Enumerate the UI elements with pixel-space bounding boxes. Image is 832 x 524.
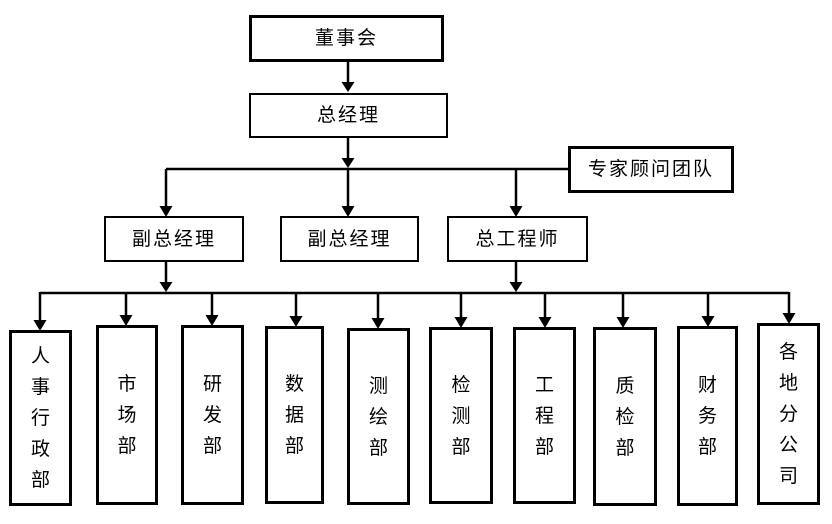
node-dept-marketing: 市场部 [96,325,158,505]
node-dept-surveying-label: 测绘部 [368,374,388,459]
node-dept-hr-admin-label: 人事行政部 [30,345,50,491]
node-general-manager: 总经理 [249,93,448,138]
node-dept-surveying: 测绘部 [347,328,410,505]
node-deputy-gm-2: 副总经理 [280,216,419,262]
node-dept-finance: 财务部 [677,326,738,506]
node-dept-branches: 各地分公司 [757,323,820,505]
node-dept-inspection-label: 检测部 [451,373,471,458]
node-dept-branches-label: 各地分公司 [778,341,798,487]
node-dept-rnd: 研发部 [181,325,244,505]
node-deputy-gm-1: 副总经理 [104,216,244,262]
node-deputy-gm-2-label: 副总经理 [307,227,392,250]
node-dept-marketing-label: 市场部 [117,373,137,457]
node-chief-engineer-label: 总工程师 [475,227,560,250]
node-dept-hr-admin: 人事行政部 [9,330,72,506]
node-dept-inspection: 检测部 [429,327,493,504]
node-dept-engineering-label: 工程部 [534,373,554,458]
node-dept-finance-label: 财务部 [697,374,717,458]
node-board: 董事会 [249,15,444,62]
node-dept-engineering: 工程部 [513,327,576,504]
node-dept-data-label: 数据部 [284,373,304,457]
node-chief-engineer: 总工程师 [447,216,588,262]
node-dept-quality-label: 质检部 [615,374,635,459]
node-dept-quality: 质检部 [593,327,657,506]
node-expert-advisors: 专家顾问团队 [568,146,734,193]
node-dept-data: 数据部 [265,326,324,504]
node-general-manager-label: 总经理 [316,104,380,126]
node-dept-rnd-label: 研发部 [202,373,222,457]
node-deputy-gm-1-label: 副总经理 [131,227,216,250]
node-board-label: 董事会 [314,27,378,49]
node-expert-advisors-label: 专家顾问团队 [587,158,714,180]
